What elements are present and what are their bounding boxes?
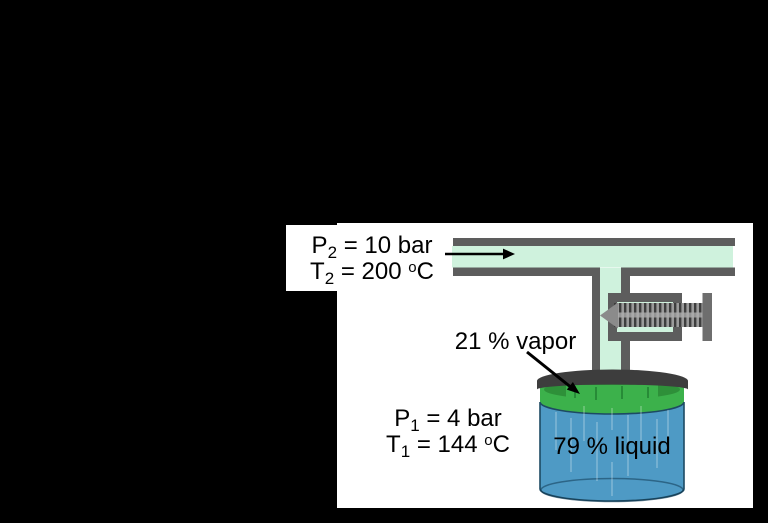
valve-stem-highlight (614, 312, 704, 318)
vapor-arrow-icon (526, 350, 580, 394)
supply-pipe-bottom-wall-right (621, 267, 735, 276)
supply-pipe-bottom-wall-left (453, 267, 600, 276)
flash-tank (537, 369, 688, 503)
inlet-temperature-text: T2 = 200 oC (310, 258, 434, 288)
flow-arrow-icon (445, 248, 515, 260)
tank-temperature-text: T1 = 144 oC (386, 431, 510, 461)
branch-pipe-left-wall (592, 268, 600, 374)
tank-lid (537, 369, 688, 390)
tank-pressure-text: P1 = 4 bar (394, 405, 502, 435)
tank-state-label: P1 = 4 bar T1 = 144 oC (338, 405, 558, 461)
vapor-fraction-label: 21 % vapor (454, 328, 577, 355)
liquid-texture (555, 406, 669, 496)
liquid-fraction-label: 79 % liquid (553, 433, 671, 460)
supply-pipe-top-wall (453, 238, 735, 246)
inlet-pressure-text: P2 = 10 bar (311, 232, 433, 262)
valve-handle (702, 293, 712, 341)
vapor-band-front (566, 385, 658, 399)
valve (600, 293, 712, 341)
supply-pipe-interior (452, 246, 733, 268)
tank-bottom-rim (540, 477, 684, 503)
valve-needle-cone (600, 302, 618, 329)
inlet-state-label: P2 = 10 bar T2 = 200 oC (286, 232, 458, 288)
